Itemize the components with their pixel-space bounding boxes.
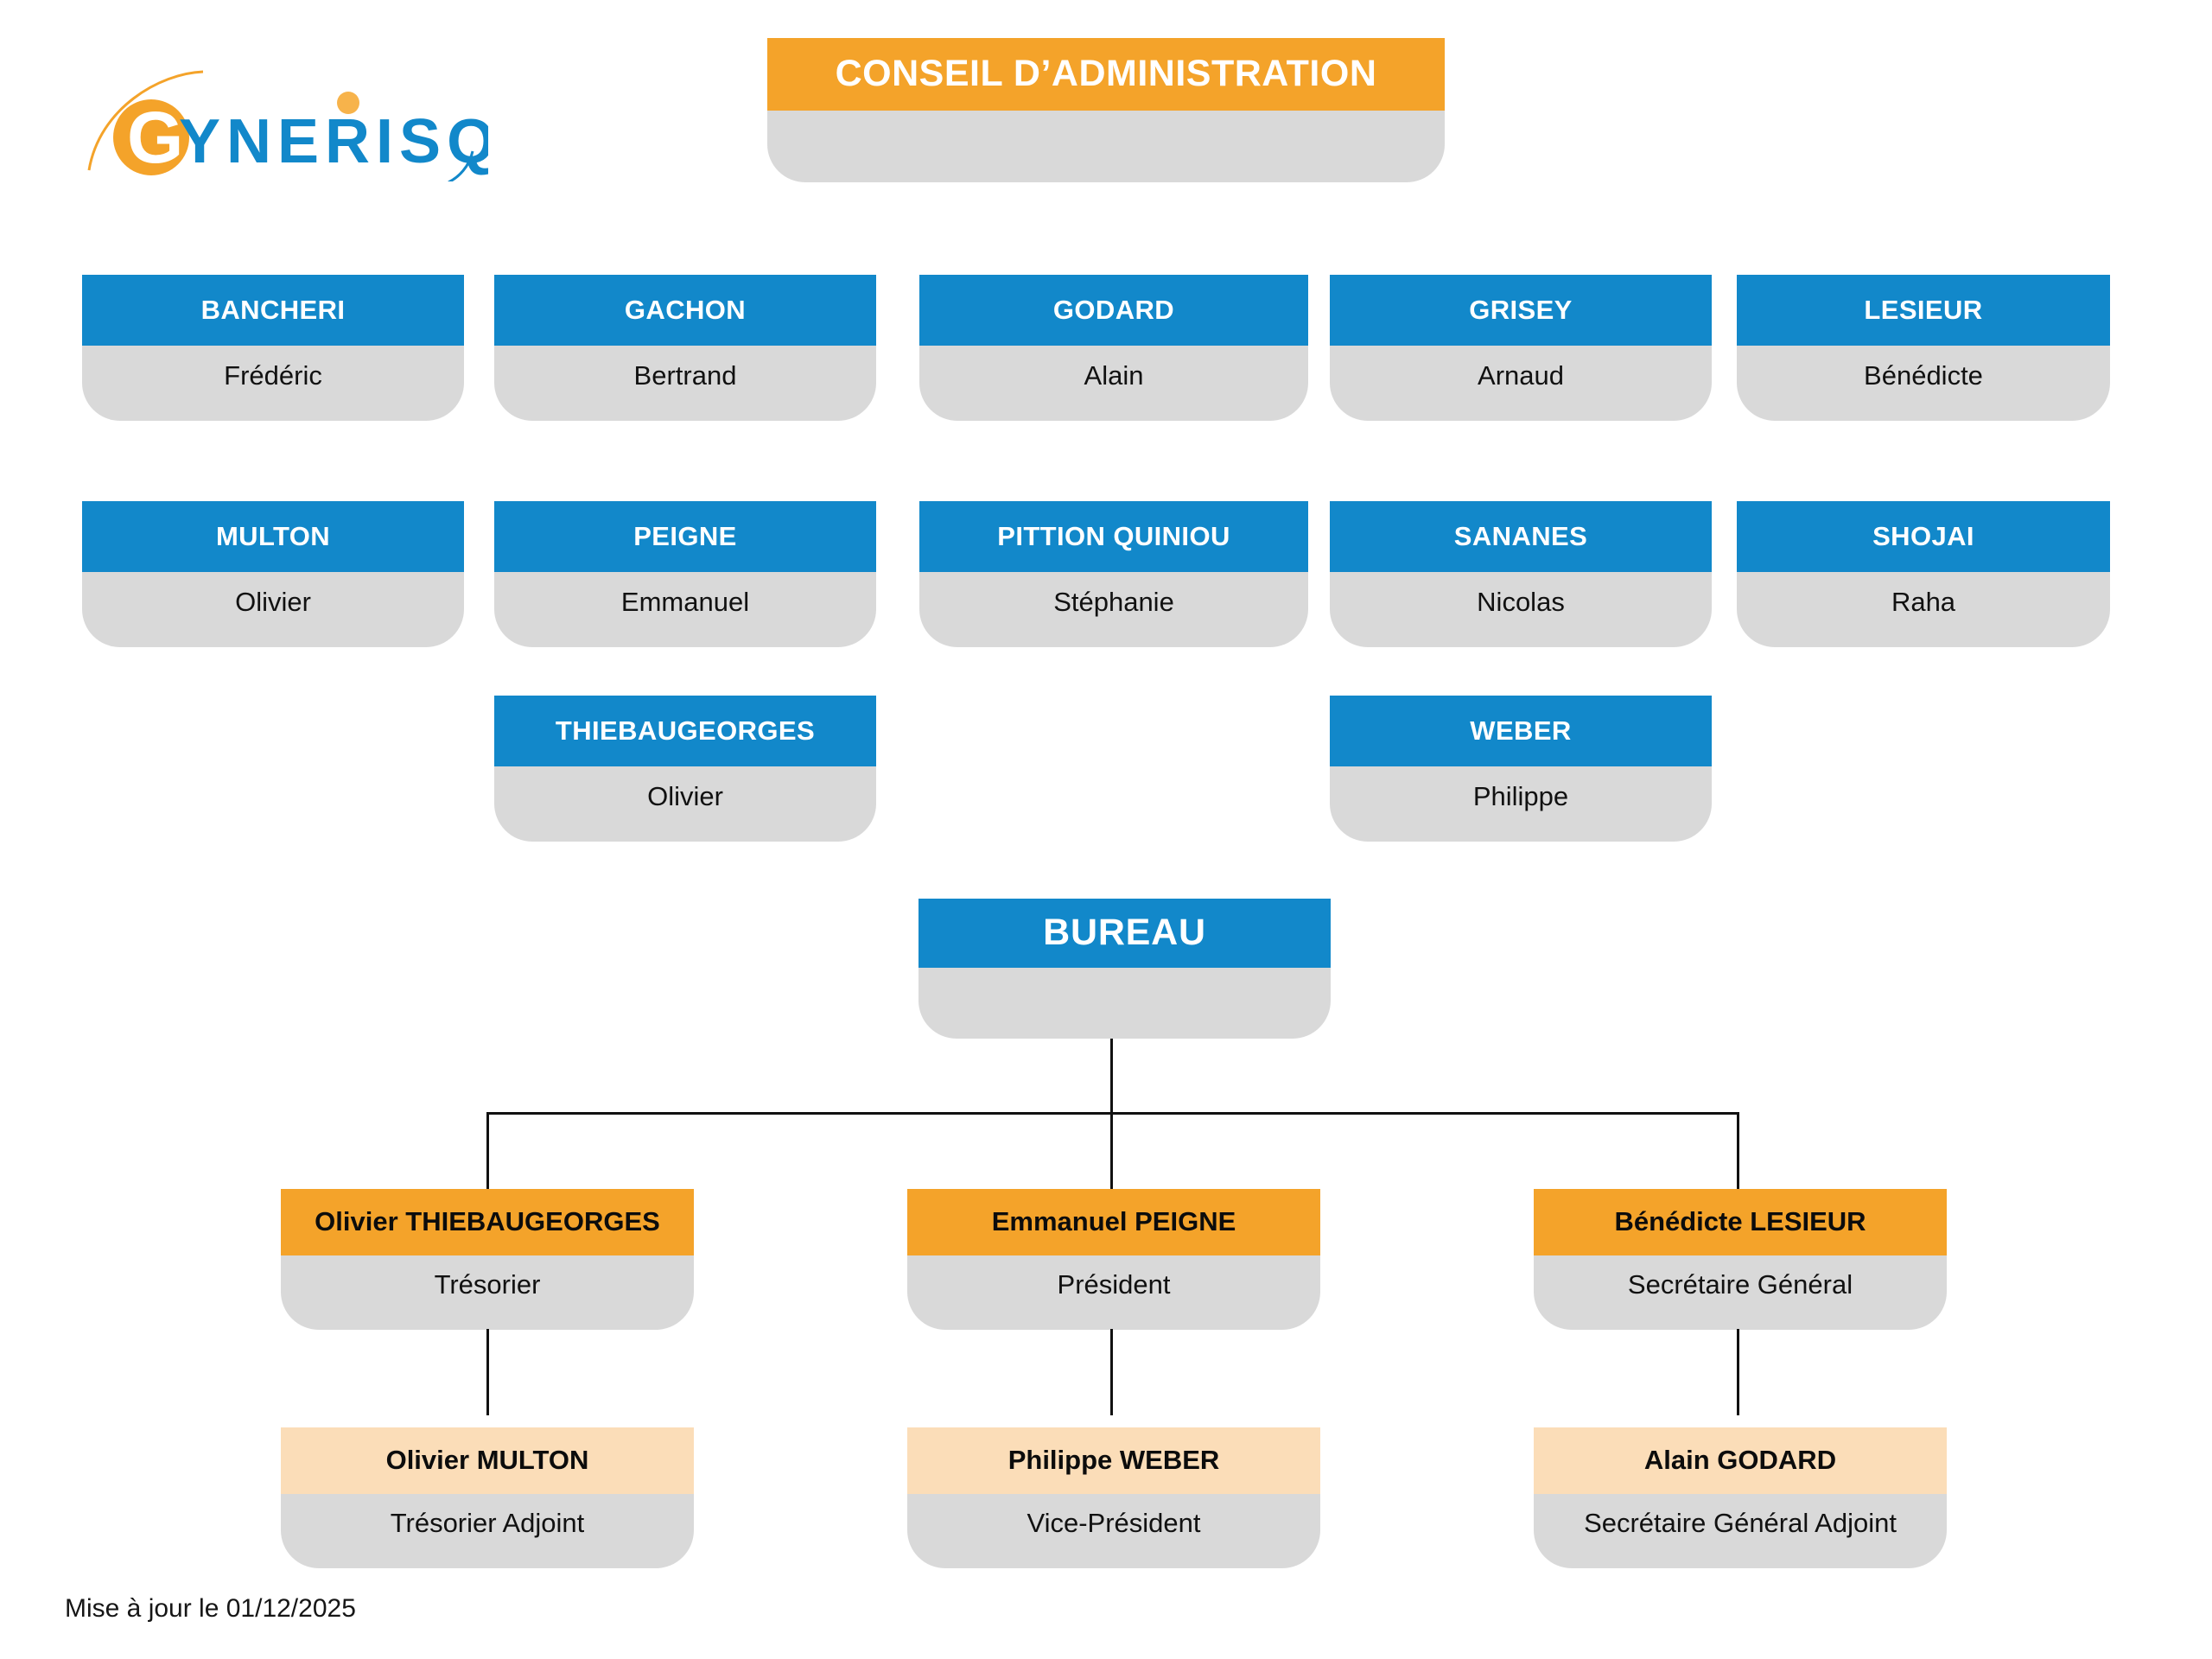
deputy-name: Olivier MULTON — [281, 1427, 694, 1494]
officer-name: Olivier THIEBAUGEORGES — [281, 1189, 694, 1255]
officer-name: Bénédicte LESIEUR — [1534, 1189, 1947, 1255]
member-surname: SANANES — [1330, 501, 1712, 572]
member-surname: MULTON — [82, 501, 464, 572]
connector-officer-left — [486, 1112, 489, 1189]
member-card: PEIGNE Emmanuel — [494, 501, 876, 647]
member-surname: LESIEUR — [1737, 275, 2110, 346]
officer-role: Président — [907, 1255, 1320, 1330]
deputy-card: Alain GODARD Secrétaire Général Adjoint — [1534, 1427, 1947, 1568]
logo-wordmark: YNERISQ — [179, 107, 488, 176]
member-surname: PITTION QUINIOU — [919, 501, 1308, 572]
connector-deputy-center — [1110, 1329, 1113, 1415]
connector-officers-bar — [486, 1112, 1739, 1115]
member-card: WEBER Philippe — [1330, 696, 1712, 842]
connector-bureau-stem — [1110, 1039, 1113, 1114]
member-surname: WEBER — [1330, 696, 1712, 766]
deputy-role: Trésorier Adjoint — [281, 1494, 694, 1568]
member-firstname: Arnaud — [1330, 346, 1712, 421]
member-card: PITTION QUINIOU Stéphanie — [919, 501, 1308, 647]
officer-role: Secrétaire Général — [1534, 1255, 1947, 1330]
conseil-administration-body — [767, 111, 1445, 182]
member-firstname: Emmanuel — [494, 572, 876, 647]
member-card: MULTON Olivier — [82, 501, 464, 647]
member-surname: GODARD — [919, 275, 1308, 346]
member-surname: BANCHERI — [82, 275, 464, 346]
bureau-body — [918, 968, 1331, 1039]
member-firstname: Philippe — [1330, 766, 1712, 842]
member-card: GODARD Alain — [919, 275, 1308, 421]
logo-letter-g: G — [127, 97, 183, 178]
deputy-card: Philippe WEBER Vice-Président — [907, 1427, 1320, 1568]
deputy-role: Vice-Président — [907, 1494, 1320, 1568]
member-card: THIEBAUGEORGES Olivier — [494, 696, 876, 842]
member-card: GRISEY Arnaud — [1330, 275, 1712, 421]
officer-card: Olivier THIEBAUGEORGES Trésorier — [281, 1189, 694, 1330]
member-firstname: Alain — [919, 346, 1308, 421]
deputy-name: Philippe WEBER — [907, 1427, 1320, 1494]
member-firstname: Olivier — [82, 572, 464, 647]
officer-card: Emmanuel PEIGNE Président — [907, 1189, 1320, 1330]
member-firstname: Bertrand — [494, 346, 876, 421]
conseil-administration-card: CONSEIL D’ADMINISTRATION — [767, 38, 1445, 182]
logo-circle-icon — [113, 99, 189, 175]
bureau-title: BUREAU — [918, 899, 1331, 968]
deputy-card: Olivier MULTON Trésorier Adjoint — [281, 1427, 694, 1568]
logo-arc-blue-icon — [448, 150, 474, 181]
officer-role: Trésorier — [281, 1255, 694, 1330]
member-card: SHOJAI Raha — [1737, 501, 2110, 647]
member-firstname: Bénédicte — [1737, 346, 2110, 421]
member-surname: PEIGNE — [494, 501, 876, 572]
member-firstname: Stéphanie — [919, 572, 1308, 647]
gynerisq-logo: G YNERISQ — [82, 65, 488, 181]
deputy-role: Secrétaire Général Adjoint — [1534, 1494, 1947, 1568]
member-firstname: Frédéric — [82, 346, 464, 421]
deputy-name: Alain GODARD — [1534, 1427, 1947, 1494]
member-card: GACHON Bertrand — [494, 275, 876, 421]
connector-deputy-left — [486, 1329, 489, 1415]
member-surname: THIEBAUGEORGES — [494, 696, 876, 766]
conseil-administration-title: CONSEIL D’ADMINISTRATION — [767, 38, 1445, 111]
connector-officer-center — [1110, 1112, 1113, 1189]
logo-dot-icon — [337, 92, 359, 114]
member-card: SANANES Nicolas — [1330, 501, 1712, 647]
last-updated-note: Mise à jour le 01/12/2025 — [65, 1594, 356, 1623]
member-card: LESIEUR Bénédicte — [1737, 275, 2110, 421]
officer-name: Emmanuel PEIGNE — [907, 1189, 1320, 1255]
member-firstname: Nicolas — [1330, 572, 1712, 647]
connector-officer-right — [1737, 1112, 1739, 1189]
connector-deputy-right — [1737, 1329, 1739, 1415]
member-firstname: Raha — [1737, 572, 2110, 647]
logo-arc-orange-icon — [87, 70, 204, 171]
bureau-card: BUREAU — [918, 899, 1331, 1039]
member-surname: SHOJAI — [1737, 501, 2110, 572]
member-surname: GRISEY — [1330, 275, 1712, 346]
member-firstname: Olivier — [494, 766, 876, 842]
officer-card: Bénédicte LESIEUR Secrétaire Général — [1534, 1189, 1947, 1330]
member-surname: GACHON — [494, 275, 876, 346]
member-card: BANCHERI Frédéric — [82, 275, 464, 421]
